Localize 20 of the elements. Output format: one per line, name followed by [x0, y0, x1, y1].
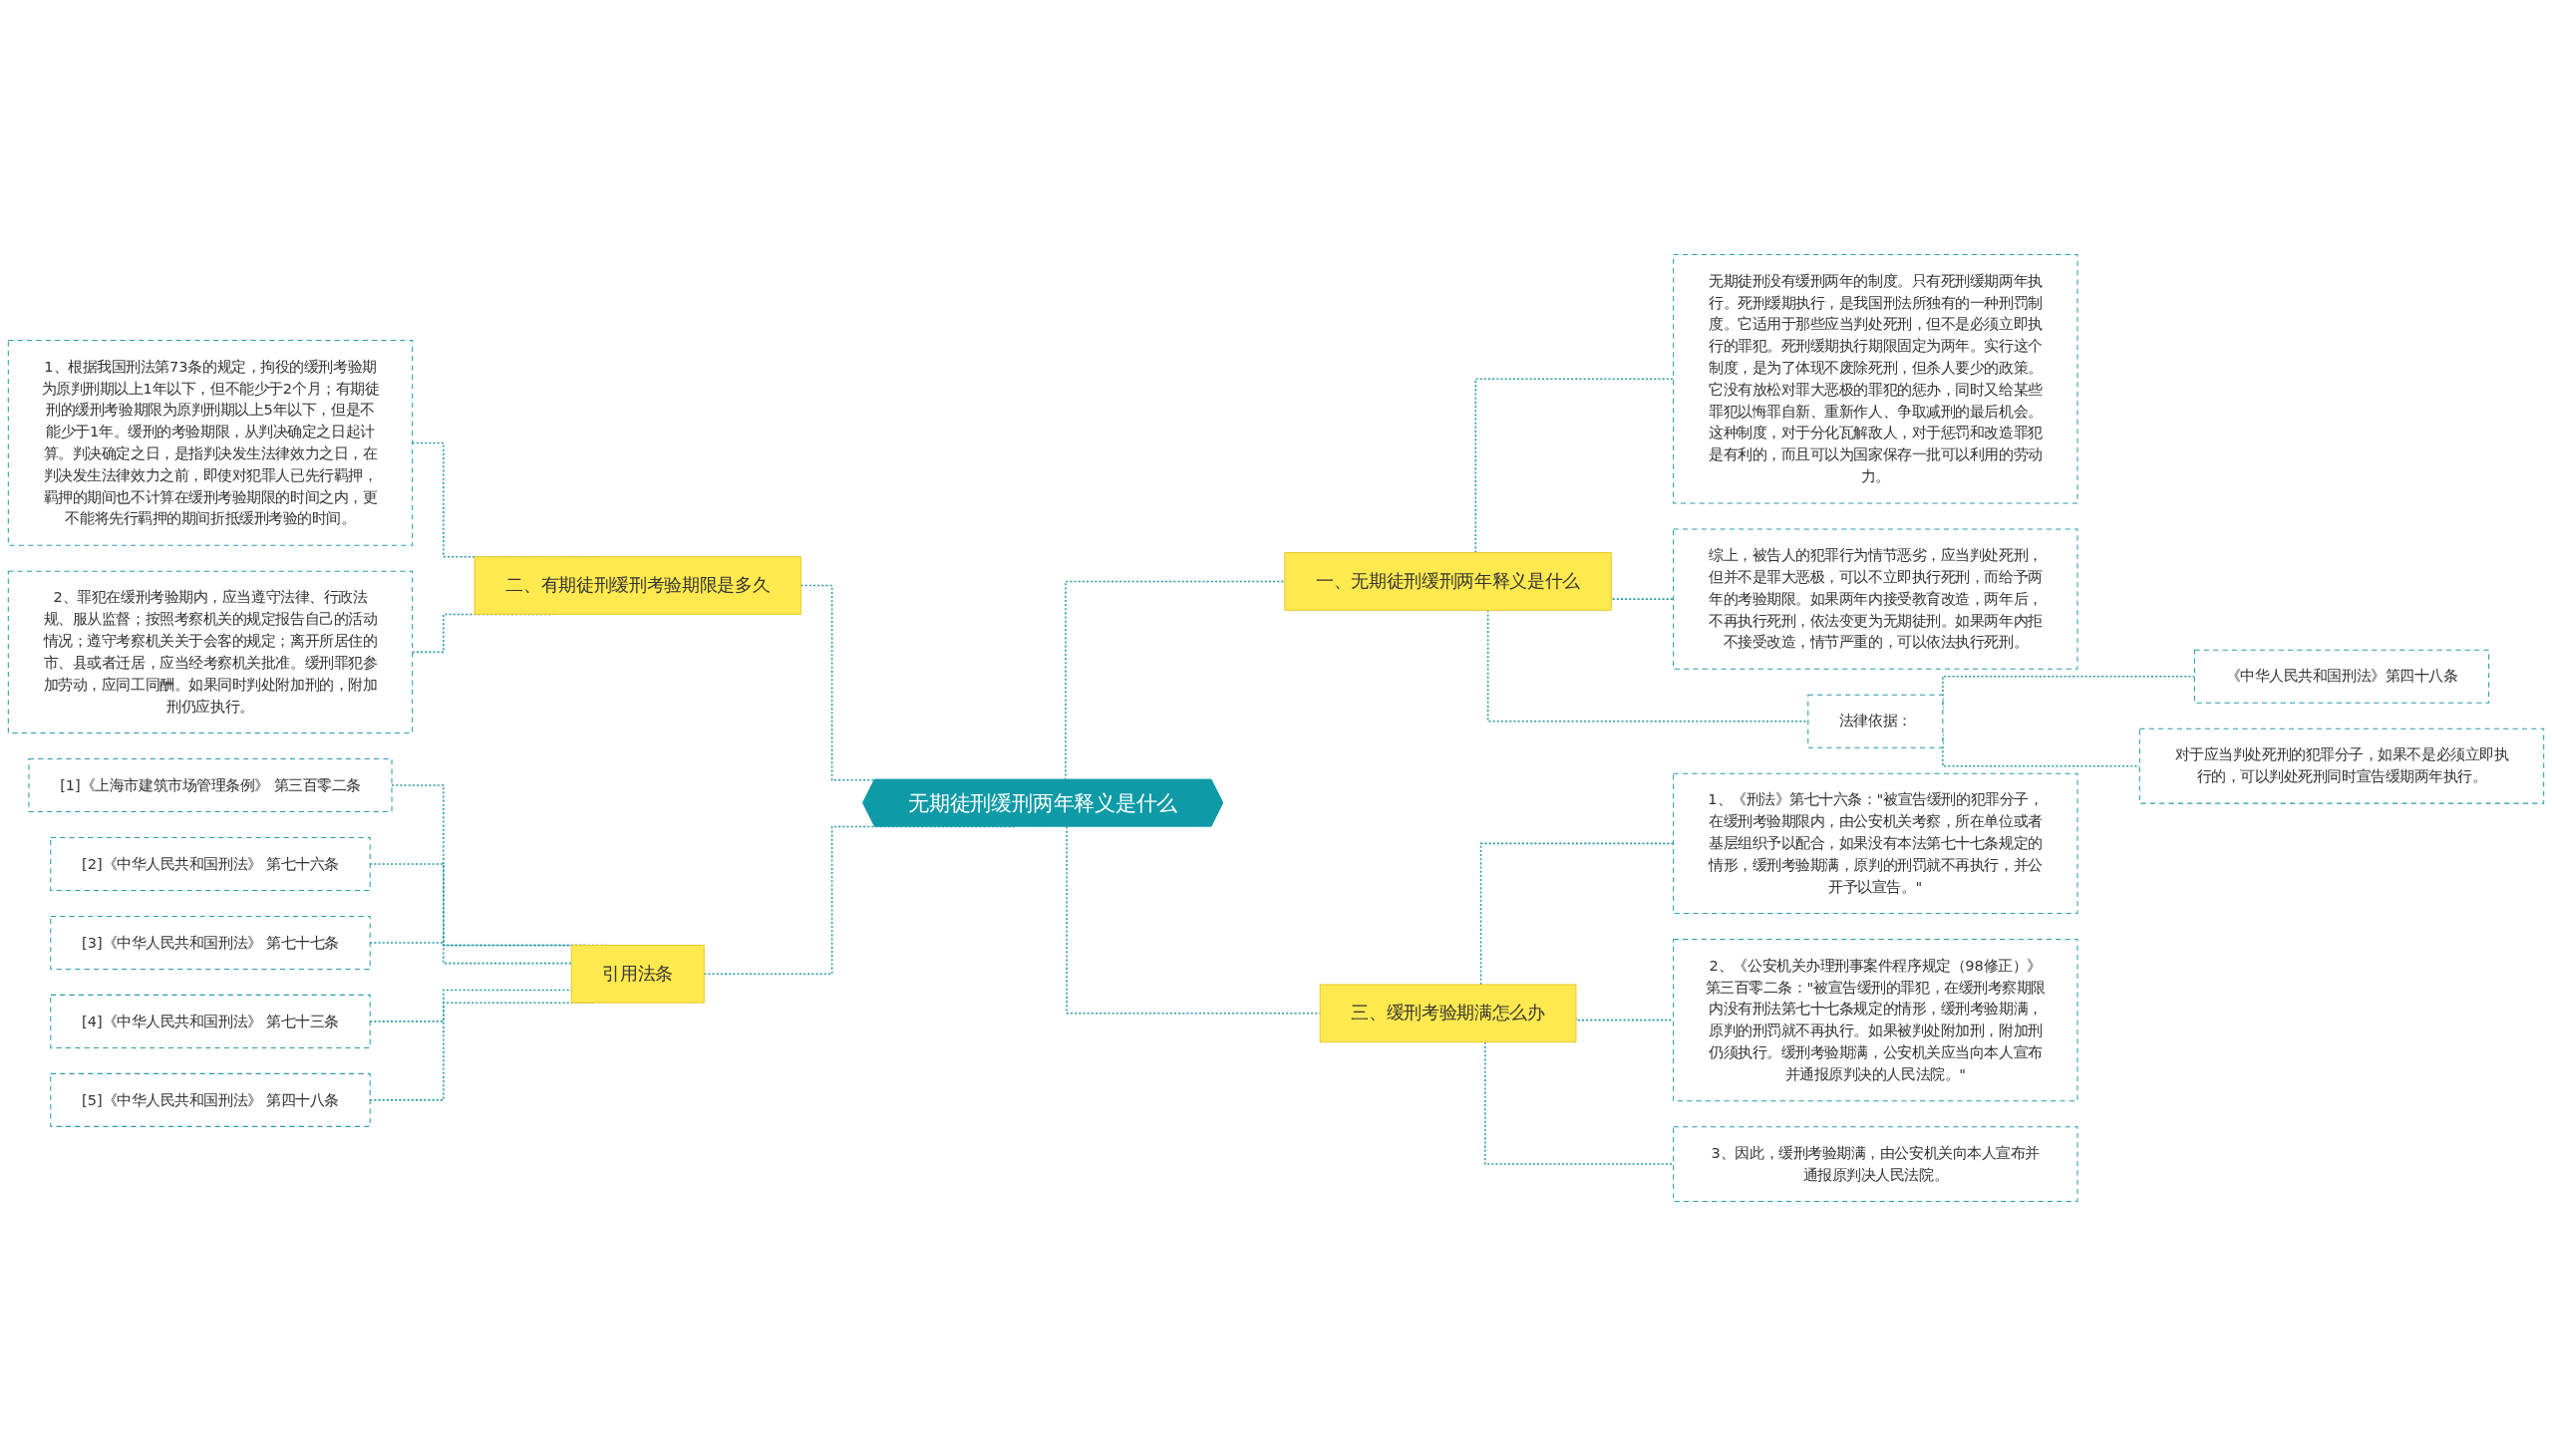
node-box: 1、《刑法》第七十六条："被宣告缓刑的犯罪分子，在缓刑考验期限内，由公安机关考察，所在单位或者基层组织予以配合，如果没有本法第七十七条规定的情形，缓刑考验期满，原判的刑罚就不再执行，并公开予以宣告。" [1673, 772, 2078, 915]
node-box: [3]《中华人民共和国刑法》 第七十七条 [50, 915, 371, 970]
node-box: 无期徒刑没有缓刑两年的制度。只有死刑缓期两年执行。死刑缓期执行，是我国刑法所独有的一种刑罚制度。它适用于那些应当判处死刑，但不是必须立即执行的罪犯。死刑缓期执行期限固定为两年。实行这个制度，是为了体现不废除死刑，但杀人要少的政策。它没有放松对罪大恶极的罪犯的惩办，同时又给某些罪犯以悔罪自新、重新作人、争取减刑的最后机会。这种制度，对于分化瓦解敌人，对于惩罚和改造罪犯是有利的，而且可以为国家保存一批可以利用的劳动力。 [1673, 254, 2078, 504]
node-box: 2、《公安机关办理刑事案件程序规定（98修正）》第三百零二条："被宣告缓刑的罪犯，在缓刑考察期限内没有刑法第七十七条规定的情形，缓刑考验期满，原判的刑罚就不再执行。如果被判处附加刑，附加刑仍须执行。缓刑考验期满，公安机关应当向本人宣布并通报原判决的人民法院。" [1673, 939, 2078, 1102]
connector [1066, 825, 1321, 1015]
node-box: 2、罪犯在缓刑考验期内，应当遵守法律、行政法规、服从监督；按照考察机关的规定报告自己的活动情况；遵守考察机关关于会客的规定；离开所居住的市、县或者迁居，应当经考察机关批准。缓刑罪犯参加劳动，应同工同酬。如果同时判处附加刑的，附加刑仍应执行。 [7, 570, 414, 733]
node-box: 《中华人民共和国刑法》第四十八条 [2193, 649, 2490, 704]
node-box: [4]《中华人民共和国刑法》 第七十三条 [50, 994, 371, 1048]
node-box: 法律依据： [1807, 694, 1944, 748]
node-box: [1]《上海市建筑市场管理条例》 第三百零二条 [28, 757, 393, 812]
node-box: [5]《中华人民共和国刑法》 第四十八条 [50, 1072, 371, 1127]
node-box: 二、有期徒刑缓刑考验期限是多久 [474, 556, 801, 615]
node-box: 引用法条 [570, 945, 705, 1004]
node-box: 3、因此，缓刑考验期满，由公安机关向本人宣布并通报原判决人民法院。 [1673, 1126, 2078, 1202]
node-box: 对于应当判处死刑的犯罪分子，如果不是必须立即执行的，可以判处死刑同时宣告缓期两年执行。 [2138, 728, 2545, 804]
node-box: 1、根据我国刑法第73条的规定，拘役的缓刑考验期为原判刑期以上1年以下，但不能少于2个月；有期徒刑的缓刑考验期限为原判刑期以上5年以下，但是不能少于1年。缓刑的考验期限，从判决确定之日起计算。判决确定之日，是指判决发生法律效力之日，在判决发生法律效力之前，即使对犯罪人已先行羁押，羁押的期间也不计算在缓刑考验期限的时间之内，更不能将先行羁押的期间折抵缓刑考验的时间。 [7, 340, 414, 546]
node-box: [2]《中华人民共和国刑法》 第七十六条 [50, 836, 371, 891]
node-box: 三、缓刑考验期满怎么办 [1319, 984, 1577, 1043]
node-box: 一、无期徒刑缓刑两年释义是什么 [1284, 552, 1612, 611]
node-box: 综上，被告人的犯罪行为情节恶劣，应当判处死刑，但并不是罪大恶极，可以不立即执行死刑，而给予两年的考验期限。如果两年内接受教育改造，两年后，不再执行死刑，依法变更为无期徒刑。如果两年内拒不接受改造，情节严重的，可以依法执行死刑。 [1673, 528, 2078, 670]
